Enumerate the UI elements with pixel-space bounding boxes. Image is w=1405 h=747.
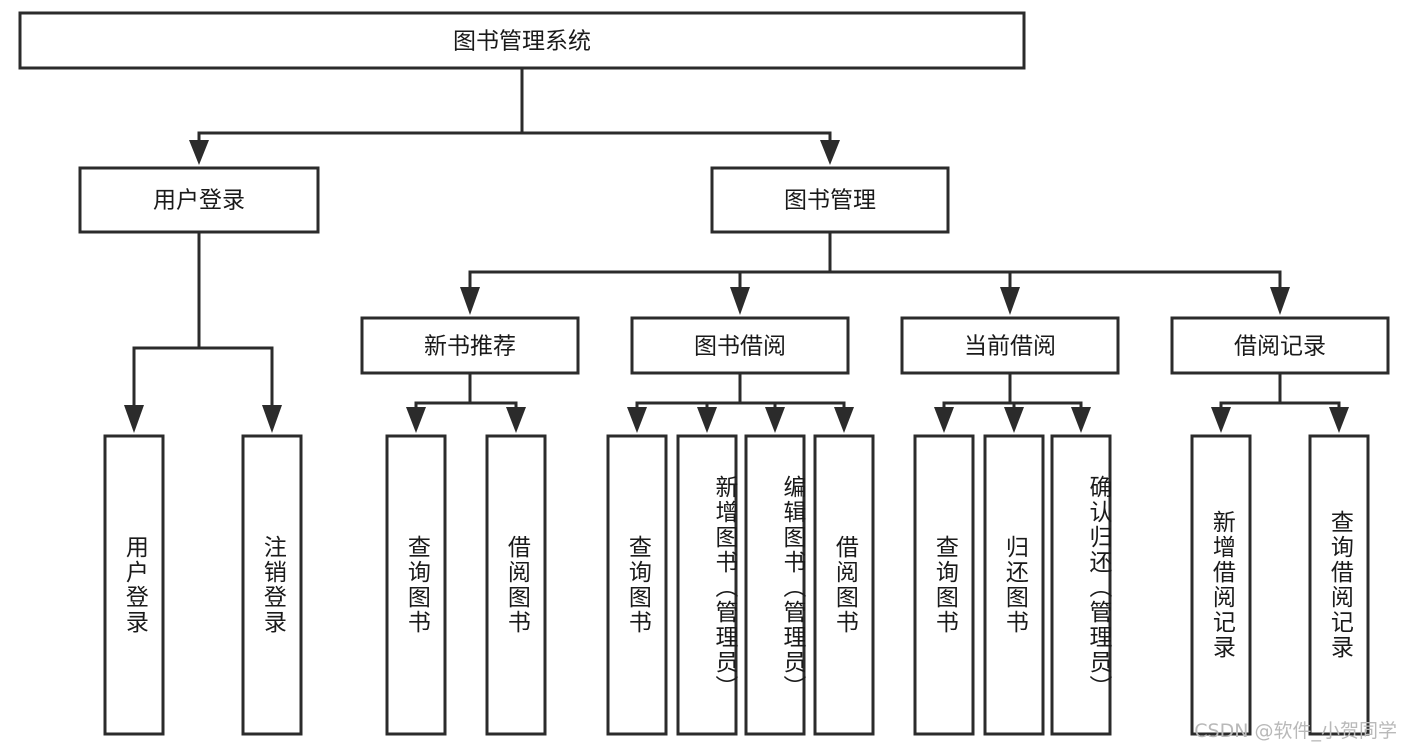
connector-group-borrow-record	[1211, 371, 1349, 433]
node-label-book-manage: 图书管理	[784, 188, 876, 214]
node-box-book-borrow[interactable]	[630, 316, 850, 375]
arrow-head-leaf-user-login	[124, 405, 144, 433]
arrow-head-leaf-query-record	[1329, 407, 1349, 433]
node-box-leaf-borrow-book-2[interactable]	[813, 434, 875, 736]
arrow-head-leaf-query-book-1	[406, 407, 426, 433]
node-label-current-borrow: 当前借阅	[964, 334, 1056, 360]
arrow-head-new-book-recommend	[460, 287, 480, 315]
connector-group-current-borrow	[934, 371, 1091, 433]
node-box-leaf-borrow-book-1[interactable]	[485, 434, 547, 736]
arrow-head-book-manage	[820, 140, 840, 165]
node-box-leaf-query-book-1[interactable]	[385, 434, 447, 736]
arrow-head-leaf-logout	[262, 405, 282, 433]
node-label-root: 图书管理系统	[453, 29, 591, 55]
node-box-leaf-edit-book[interactable]	[744, 434, 806, 736]
arrow-head-leaf-add-record	[1211, 407, 1231, 433]
node-box-leaf-add-book[interactable]	[676, 434, 738, 736]
arrow-head-leaf-add-book	[697, 407, 717, 433]
node-box-current-borrow[interactable]	[900, 316, 1120, 375]
arrow-head-current-borrow	[1000, 287, 1020, 315]
watermark-text: CSDN @软件_小贺同学	[1194, 720, 1397, 742]
arrow-head-leaf-confirm-return	[1071, 407, 1091, 433]
arrow-head-leaf-return-book	[1004, 407, 1024, 433]
arrow-head-user-login	[189, 140, 209, 165]
connector-group-user-login	[124, 230, 282, 433]
node-box-leaf-user-login[interactable]	[103, 434, 165, 736]
node-box-leaf-return-book[interactable]	[983, 434, 1045, 736]
node-box-user-login[interactable]	[78, 166, 320, 234]
node-label-book-borrow: 图书借阅	[694, 334, 786, 360]
arrow-head-leaf-query-book-2	[627, 407, 647, 433]
node-box-leaf-add-record[interactable]	[1190, 434, 1252, 736]
node-label-borrow-record: 借阅记录	[1234, 334, 1326, 360]
arrow-head-leaf-borrow-book-2	[834, 407, 854, 433]
connector-group-book-borrow	[627, 371, 854, 433]
node-label-user-login: 用户登录	[153, 188, 245, 214]
arrow-head-leaf-borrow-book-1	[506, 407, 526, 433]
node-box-borrow-record[interactable]	[1170, 316, 1390, 375]
node-box-root[interactable]	[18, 11, 1026, 70]
arrow-head-borrow-record	[1270, 287, 1290, 315]
connector-group-book-manage	[460, 230, 1290, 315]
node-box-leaf-confirm-return[interactable]	[1050, 434, 1112, 736]
connector-group-new-book-recommend	[406, 371, 526, 433]
connector-group-root	[189, 66, 840, 165]
node-box-leaf-query-book-3[interactable]	[913, 434, 975, 736]
node-box-leaf-query-book-2[interactable]	[606, 434, 668, 736]
node-box-book-manage[interactable]	[710, 166, 950, 234]
node-box-new-book-recommend[interactable]	[360, 316, 580, 375]
node-label-new-book-recommend: 新书推荐	[424, 334, 516, 360]
arrow-head-book-borrow	[730, 287, 750, 315]
node-box-leaf-logout[interactable]	[241, 434, 303, 736]
node-box-leaf-query-record[interactable]	[1308, 434, 1370, 736]
arrow-head-leaf-edit-book	[765, 407, 785, 433]
arrow-head-leaf-query-book-3	[934, 407, 954, 433]
